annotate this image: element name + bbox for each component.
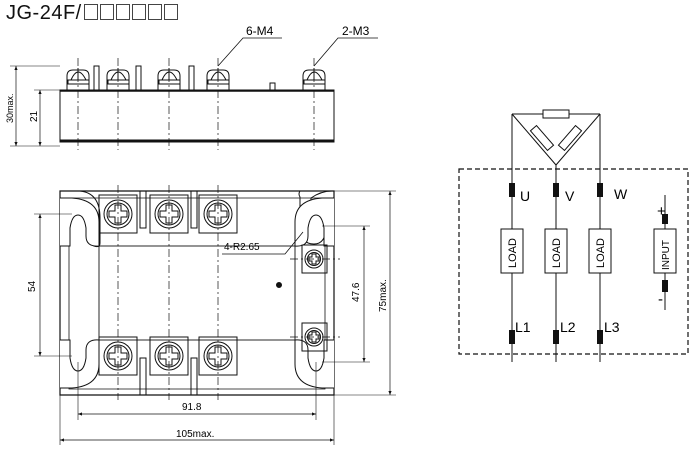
input-plus: + (657, 203, 666, 220)
dim-47-6: 47.6 (351, 282, 362, 302)
label-6-m4: 6-M4 (246, 24, 274, 38)
phase-label-v: V (565, 188, 575, 204)
label-radius: 4-R2.65 (224, 242, 260, 253)
side-body (59, 89, 335, 143)
dim-30max: 30max. (5, 93, 15, 123)
delta-resistor (542, 109, 570, 119)
load-box-1: LOAD (500, 228, 524, 274)
dim-75max: 75max. (378, 279, 389, 312)
input-minus: - (658, 291, 663, 308)
placeholder-glyph (99, 4, 114, 20)
terminal-markers (509, 183, 668, 344)
dim-105max: 105max. (176, 429, 214, 440)
dim-54: 54 (27, 280, 38, 292)
phase-label-w: W (614, 186, 628, 202)
module-border (458, 168, 689, 355)
delta-resistor (529, 124, 555, 152)
model-title: JG-24F/ (6, 2, 178, 25)
placeholder-glyph (115, 4, 130, 20)
phase-label-u: U (520, 188, 530, 204)
label-2-m3: 2-M3 (342, 24, 370, 38)
placeholder-glyph (163, 4, 178, 20)
line-label-l3: L3 (604, 319, 620, 335)
load-label: LOAD (551, 238, 563, 268)
line-label-l1: L1 (515, 319, 531, 335)
placeholder-glyph (131, 4, 146, 20)
input-label: INPUT (661, 240, 672, 270)
top-view (59, 190, 335, 396)
load-label: LOAD (507, 238, 519, 268)
model-name: JG-24F/ (6, 2, 82, 24)
placeholder-glyph (147, 4, 162, 20)
dim-21: 21 (29, 110, 40, 122)
load-label: LOAD (595, 238, 607, 268)
placeholder-glyph (83, 4, 98, 20)
line-label-l2: L2 (560, 319, 576, 335)
dim-91-8: 91.8 (182, 402, 202, 413)
load-box-3: LOAD (588, 228, 612, 274)
delta-resistor (557, 124, 583, 152)
input-box: INPUT (653, 228, 677, 274)
side-view (10, 37, 378, 150)
load-box-2: LOAD (544, 228, 568, 274)
